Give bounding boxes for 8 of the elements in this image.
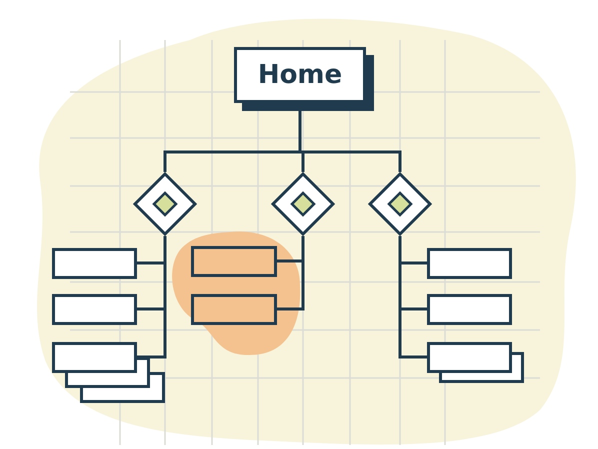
page-box [52, 248, 137, 279]
stacked-page-boxes [427, 342, 524, 383]
page-box [52, 294, 137, 325]
page-box [191, 294, 277, 325]
page-box [191, 246, 277, 277]
page-box [427, 294, 512, 325]
page-box [427, 248, 512, 279]
stacked-page-boxes [52, 342, 165, 403]
